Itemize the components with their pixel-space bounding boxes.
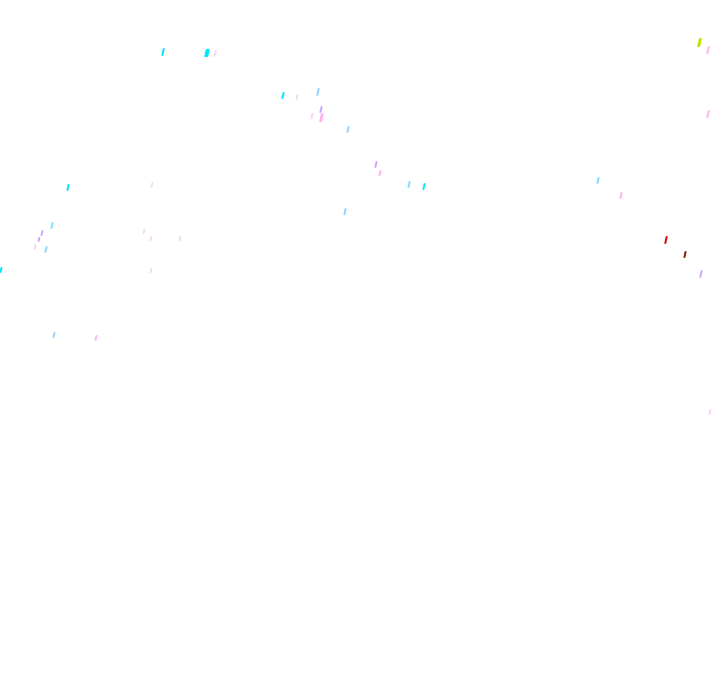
color-speck	[422, 183, 426, 190]
color-speck	[343, 208, 347, 215]
color-speck	[204, 49, 210, 57]
color-speck	[319, 113, 324, 122]
color-speck	[319, 106, 323, 113]
color-speck	[178, 236, 182, 241]
color-speck	[316, 88, 320, 96]
color-speck	[142, 229, 146, 234]
color-speck	[664, 236, 668, 244]
color-speck	[37, 237, 41, 242]
color-speck	[708, 409, 712, 415]
color-speck	[40, 230, 44, 236]
color-speck	[33, 244, 37, 250]
color-speck	[699, 270, 703, 278]
color-speck	[94, 335, 98, 341]
color-speck	[161, 48, 165, 56]
color-speck	[50, 222, 54, 229]
color-speck	[44, 246, 48, 253]
color-speck	[596, 177, 600, 184]
color-speck	[295, 94, 299, 100]
color-speck	[150, 182, 154, 188]
color-speck	[683, 251, 687, 258]
color-speck	[149, 236, 153, 241]
color-speck	[149, 268, 153, 273]
color-speck	[52, 332, 56, 338]
color-speck	[706, 110, 710, 118]
color-speck	[346, 126, 350, 133]
color-speck	[378, 170, 382, 176]
color-speck	[374, 161, 378, 168]
color-speck	[706, 46, 710, 54]
color-speck	[0, 267, 3, 273]
color-speck	[619, 192, 623, 199]
color-speck	[66, 184, 70, 191]
color-speck	[213, 50, 217, 57]
color-speck	[697, 38, 702, 47]
color-speck	[407, 181, 411, 188]
color-speck	[310, 113, 314, 119]
color-speck	[281, 92, 285, 99]
